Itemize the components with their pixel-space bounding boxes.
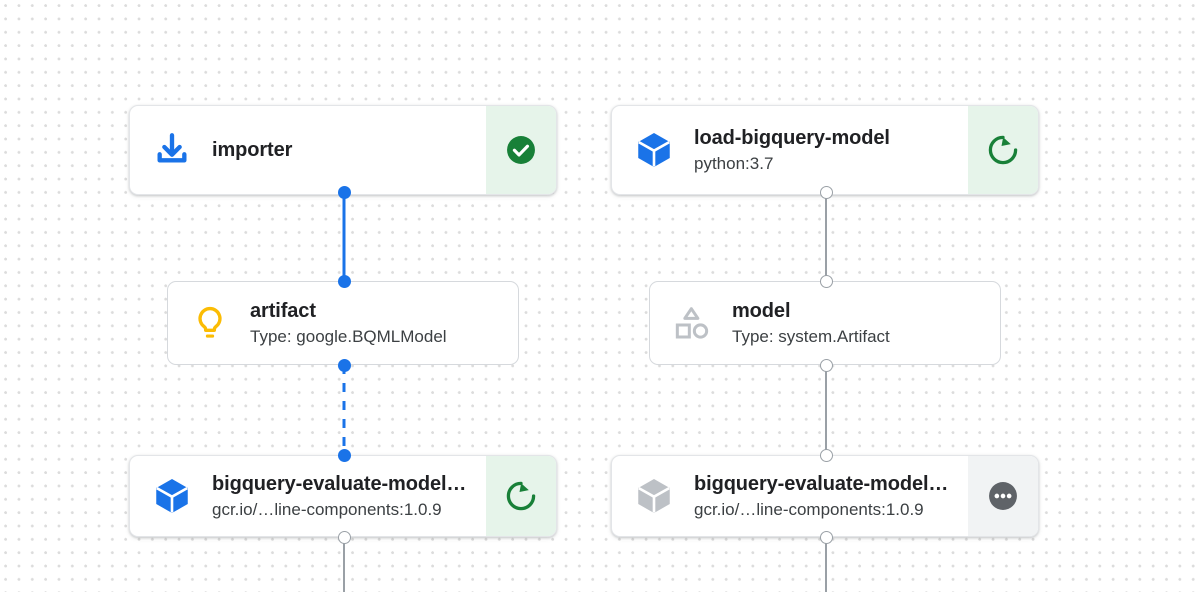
node-model-text: model Type: system.Artifact <box>732 299 1000 348</box>
handle-bigquery-evaluate-model-right-out[interactable] <box>819 530 833 544</box>
handle-bigquery-evaluate-model-right-in[interactable] <box>819 448 833 462</box>
handle-bigquery-evaluate-model-left-in[interactable] <box>337 448 351 462</box>
cube-icon <box>150 474 194 518</box>
node-title: model <box>732 299 791 322</box>
status-badge-succeeded[interactable] <box>486 106 556 194</box>
node-bigquery-evaluate-model-left-text: bigquery-evaluate-model… gcr.io/…line-co… <box>212 472 486 521</box>
node-title: bigquery-evaluate-model… <box>694 472 949 495</box>
status-badge-running[interactable] <box>968 106 1038 194</box>
node-title: artifact <box>250 299 316 322</box>
node-title: load-bigquery-model <box>694 126 890 149</box>
node-bigquery-evaluate-model-right[interactable]: bigquery-evaluate-model… gcr.io/…line-co… <box>611 455 1039 537</box>
cube-icon <box>632 474 676 518</box>
node-artifact-body: artifact Type: google.BQMLModel <box>168 282 518 364</box>
node-bigquery-evaluate-model-right-body: bigquery-evaluate-model… gcr.io/…line-co… <box>612 456 968 536</box>
refresh-circle-icon <box>506 481 536 511</box>
node-subtitle: gcr.io/…line-components:1.0.9 <box>212 499 442 519</box>
node-subtitle: gcr.io/…line-components:1.0.9 <box>694 499 924 519</box>
node-subtitle: python:3.7 <box>694 153 774 173</box>
handle-artifact-out[interactable] <box>337 358 351 372</box>
node-model-body: model Type: system.Artifact <box>650 282 1000 364</box>
handle-model-in[interactable] <box>819 274 833 288</box>
node-bigquery-evaluate-model-right-text: bigquery-evaluate-model… gcr.io/…line-co… <box>694 472 968 521</box>
node-load-bigquery-model-body: load-bigquery-model python:3.7 <box>612 106 968 194</box>
node-load-bigquery-model-text: load-bigquery-model python:3.7 <box>694 126 968 175</box>
check-circle-icon <box>507 136 535 164</box>
node-model[interactable]: model Type: system.Artifact <box>649 281 1001 365</box>
refresh-circle-icon <box>988 135 1018 165</box>
node-importer-text: importer <box>212 137 486 163</box>
handle-bigquery-evaluate-model-left-out[interactable] <box>337 530 351 544</box>
ellipsis-circle-icon <box>989 482 1017 510</box>
node-artifact[interactable]: artifact Type: google.BQMLModel <box>167 281 519 365</box>
node-title: importer <box>212 139 293 161</box>
status-badge-running[interactable] <box>486 456 556 536</box>
node-importer[interactable]: importer <box>129 105 557 195</box>
lightbulb-icon <box>188 301 232 345</box>
node-importer-body: importer <box>130 106 486 194</box>
node-artifact-text: artifact Type: google.BQMLModel <box>250 299 518 348</box>
shapes-icon <box>670 301 714 345</box>
handle-artifact-in[interactable] <box>337 274 351 288</box>
status-badge-pending[interactable] <box>968 456 1038 536</box>
node-bigquery-evaluate-model-left[interactable]: bigquery-evaluate-model… gcr.io/…line-co… <box>129 455 557 537</box>
node-bigquery-evaluate-model-left-body: bigquery-evaluate-model… gcr.io/…line-co… <box>130 456 486 536</box>
download-icon <box>150 128 194 172</box>
node-subtitle: Type: google.BQMLModel <box>250 326 447 346</box>
handle-model-out[interactable] <box>819 358 833 372</box>
node-subtitle: Type: system.Artifact <box>732 326 890 346</box>
handle-importer-out[interactable] <box>337 185 351 199</box>
handle-load-bigquery-model-out[interactable] <box>819 185 833 199</box>
node-load-bigquery-model[interactable]: load-bigquery-model python:3.7 <box>611 105 1039 195</box>
node-title: bigquery-evaluate-model… <box>212 472 467 495</box>
cube-icon <box>632 128 676 172</box>
